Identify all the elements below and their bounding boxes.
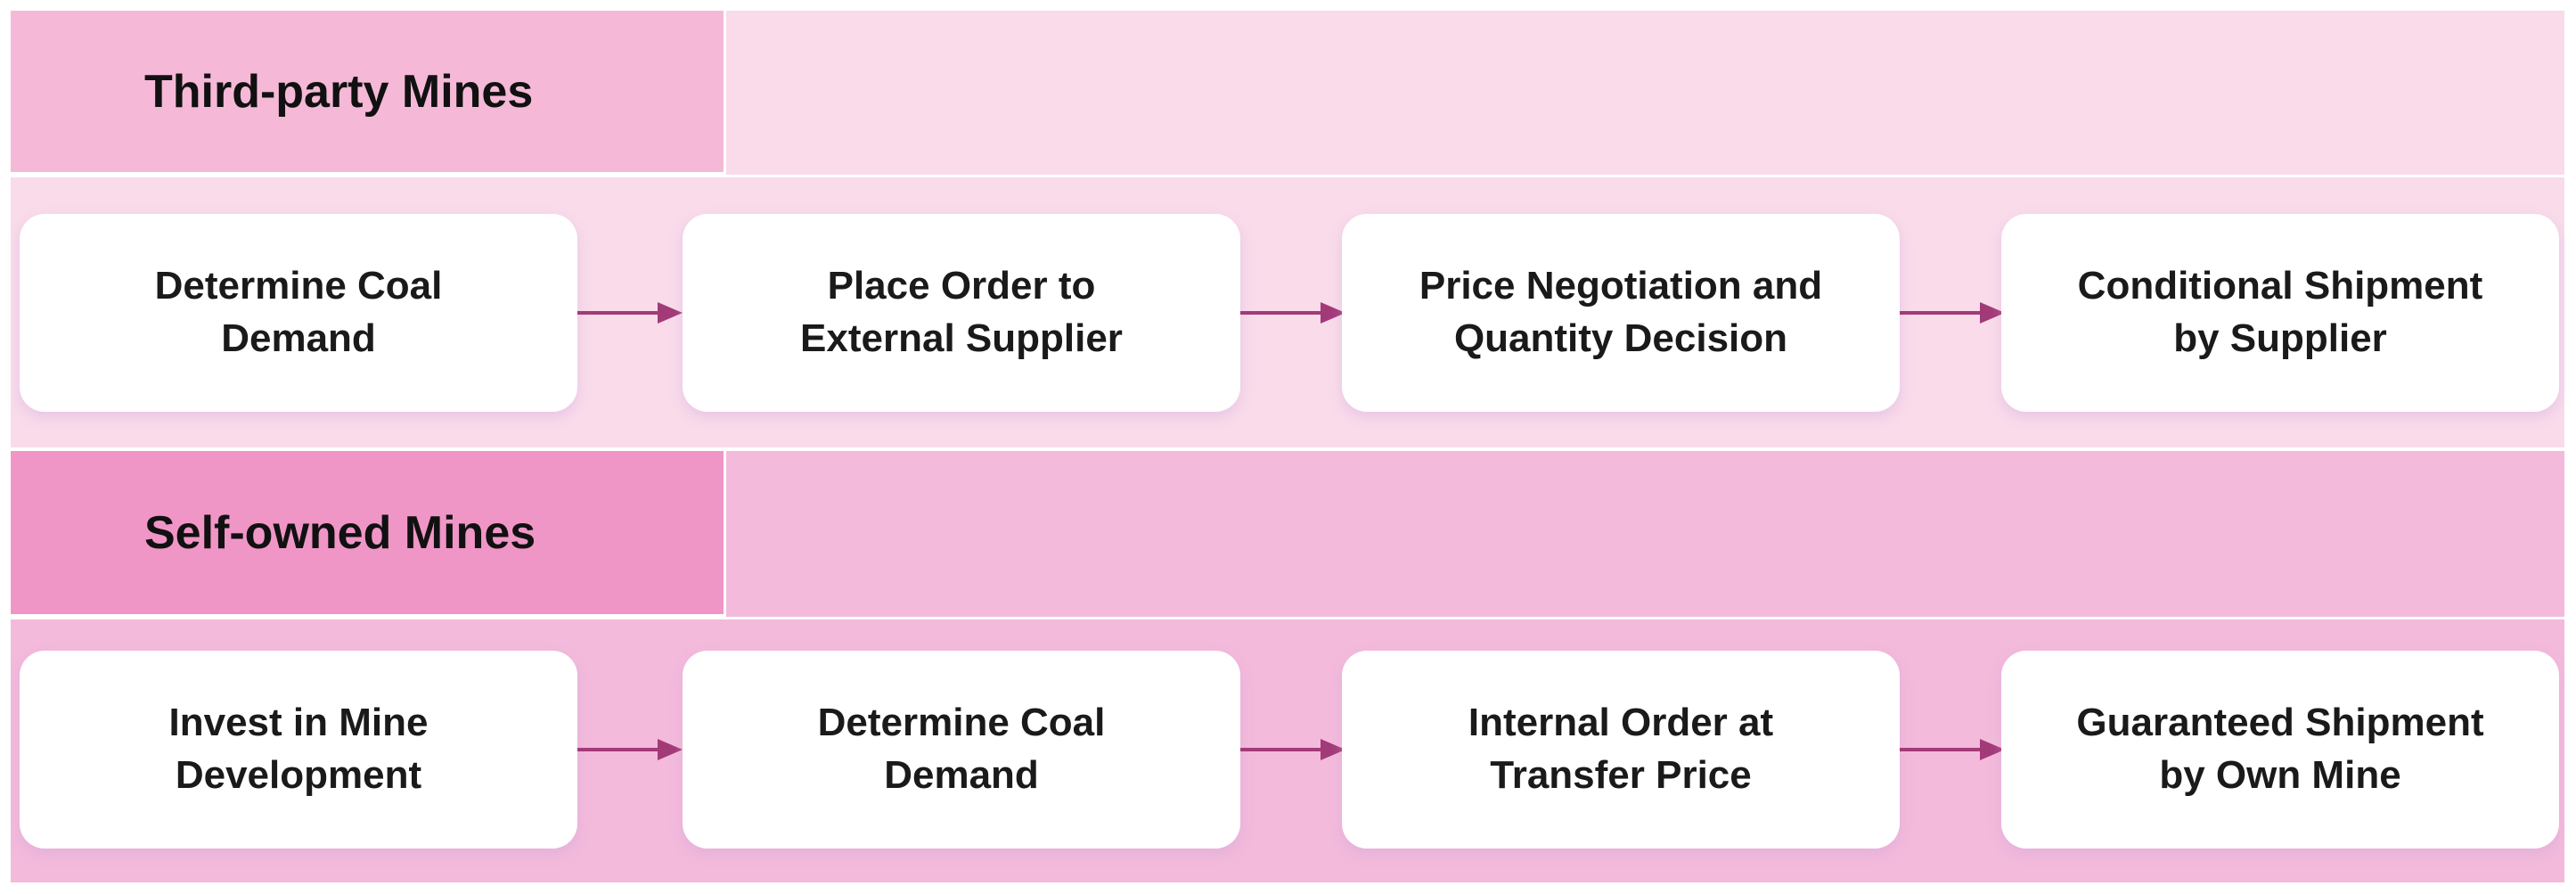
step-label: Determine Coal Demand: [817, 701, 1106, 797]
step-label: Guaranteed Shipment by Own Mine: [2076, 701, 2484, 797]
step-label: Determine Coal Demand: [154, 264, 443, 360]
step-label: Price Negotiation and Quantity Decision: [1419, 264, 1823, 360]
step-invest-mine-development: Invest in Mine Development: [20, 651, 577, 849]
lane-header-third-party: Third-party Mines: [11, 11, 726, 175]
lane-header-self-owned: Self-owned Mines: [11, 451, 726, 617]
third-party-mines-lane: Third-party Mines Determine Coal Demand …: [11, 11, 2564, 447]
lane-divider: [11, 175, 2564, 177]
step-price-negotiation: Price Negotiation and Quantity Decision: [1342, 214, 1900, 412]
arrow-right-icon: [577, 734, 683, 766]
arrow-right-icon: [1900, 734, 2005, 766]
step-determine-coal-demand: Determine Coal Demand: [20, 214, 577, 412]
lane-title: Third-party Mines: [144, 65, 534, 118]
step-label: Internal Order at Transfer Price: [1468, 701, 1774, 797]
step-label: Place Order to External Supplier: [800, 264, 1123, 360]
step-place-order-external: Place Order to External Supplier: [683, 214, 1240, 412]
arrow-right-icon: [1240, 297, 1345, 329]
lane-divider: [11, 617, 2564, 619]
arrow-right-icon: [577, 297, 683, 329]
arrow-right-icon: [1240, 734, 1345, 766]
self-owned-mines-lane: Self-owned Mines Invest in Mine Developm…: [11, 451, 2564, 882]
step-determine-coal-demand-own: Determine Coal Demand: [683, 651, 1240, 849]
arrow-right-icon: [1900, 297, 2005, 329]
lane-title: Self-owned Mines: [144, 506, 536, 559]
step-label: Conditional Shipment by Supplier: [2077, 264, 2483, 360]
step-internal-order: Internal Order at Transfer Price: [1342, 651, 1900, 849]
step-label: Invest in Mine Development: [168, 701, 429, 797]
step-guaranteed-shipment: Guaranteed Shipment by Own Mine: [2001, 651, 2559, 849]
step-conditional-shipment: Conditional Shipment by Supplier: [2001, 214, 2559, 412]
